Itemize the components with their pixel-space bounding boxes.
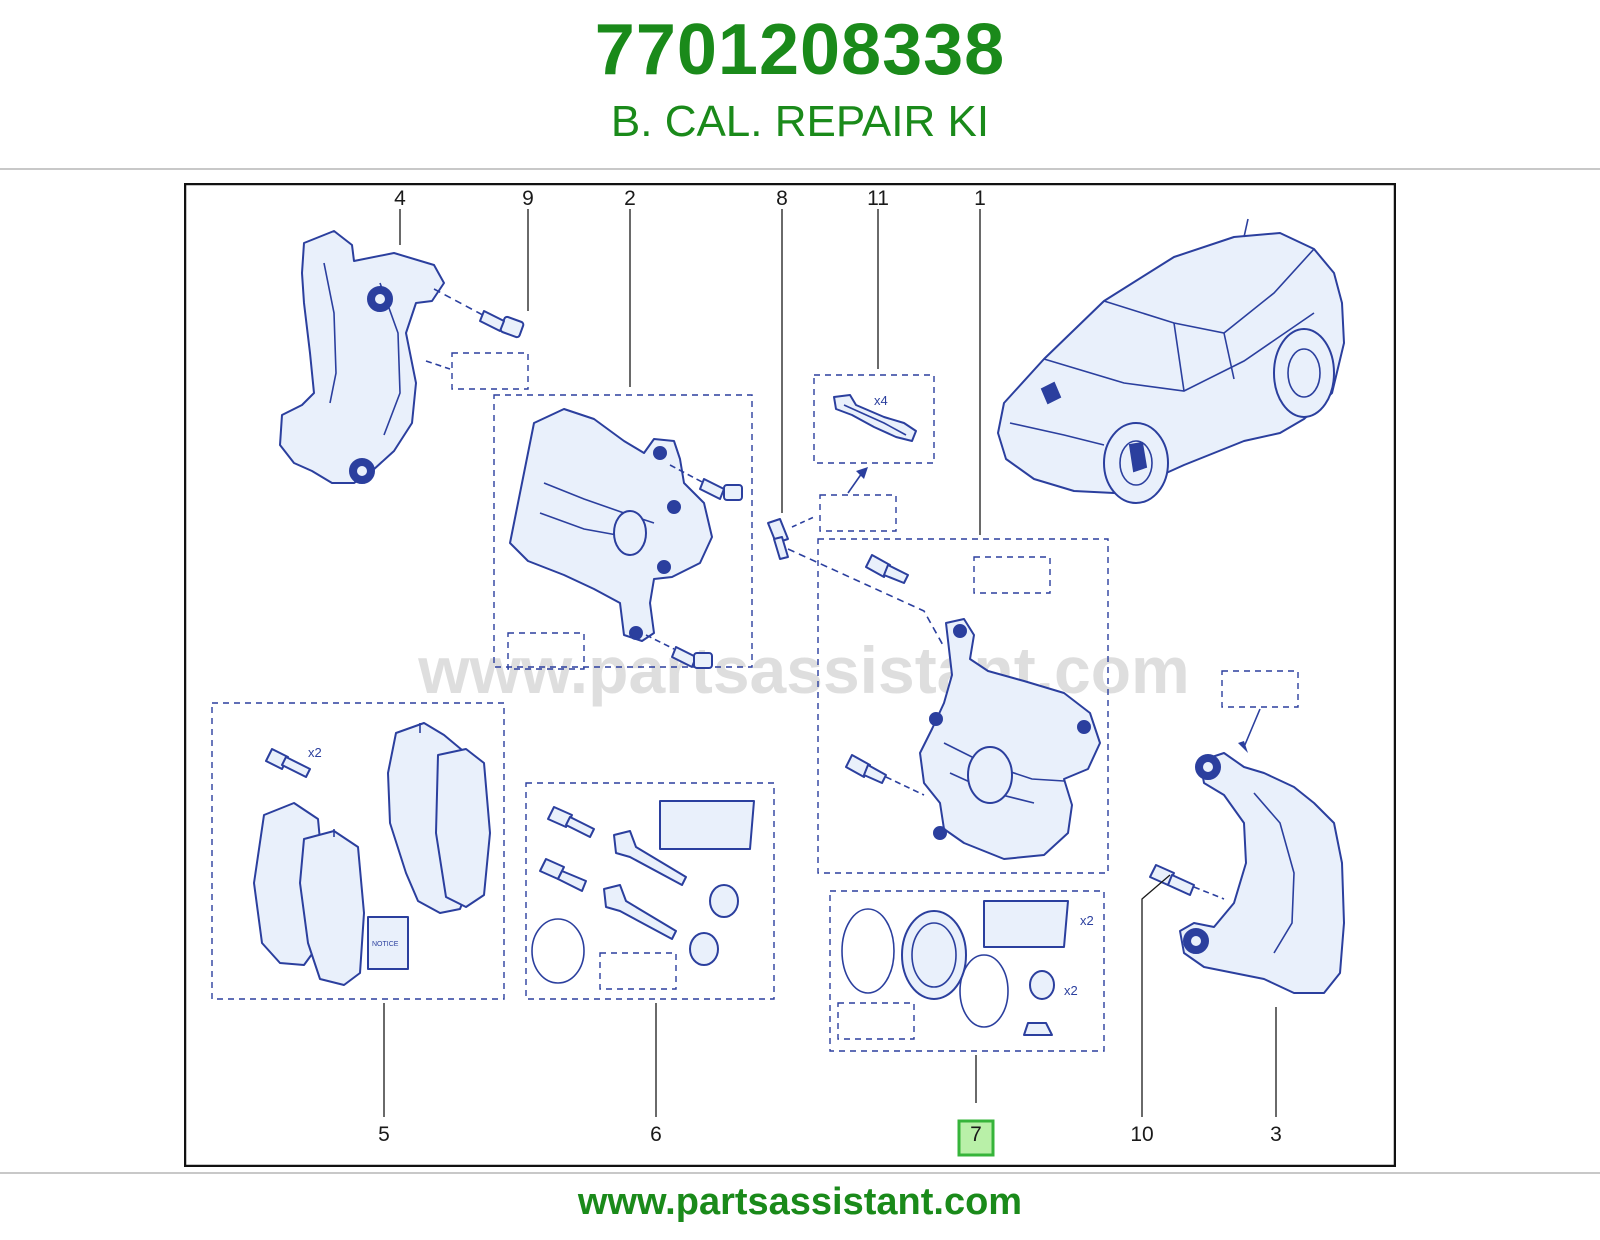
qty-label-seal-kit: x2 [1080, 913, 1094, 928]
qty-label-clips: x4 [874, 393, 888, 408]
bleed-screw-8 [767, 516, 815, 560]
placeholder-box [599, 952, 677, 990]
caliper-clips-11 [833, 394, 917, 442]
qty-label-boots: x2 [1064, 983, 1078, 998]
callout-6: 6 [650, 1123, 662, 1146]
brake-pad-set-front [253, 802, 365, 986]
exploded-parts-diagram: www.partsassistant.com [184, 183, 1396, 1167]
caliper-1-group-box [817, 538, 1109, 874]
callout-5: 5 [378, 1123, 390, 1146]
brake-pad-set-rear [387, 722, 491, 914]
callout-9: 9 [522, 187, 534, 210]
part-number: 7701208338 [594, 10, 1006, 90]
bolt-9 [433, 288, 525, 339]
footer-divider [0, 1172, 1600, 1174]
callout-7: 7 [970, 1123, 982, 1146]
placeholder-box [837, 1002, 915, 1040]
callout-11: 11 [867, 187, 889, 210]
pads-group-box [211, 702, 505, 1000]
caliper-bolt-1-lower [845, 754, 925, 796]
caliper-bracket-left [279, 230, 445, 484]
placeholder-box [451, 352, 529, 390]
caliper-bolt-1-upper [865, 554, 909, 584]
caliper-body-2 [509, 408, 713, 642]
seal-kit-7 [841, 900, 1069, 1036]
caliper-bolt-upper [669, 464, 743, 501]
notice-leaflet: NOTICE [367, 916, 409, 970]
placeholder-box [819, 494, 897, 532]
header-divider [0, 168, 1600, 170]
footer-url[interactable]: www.partsassistant.com [577, 1181, 1023, 1223]
bracket-bolt-10 [1149, 864, 1225, 900]
caliper-2-group-box [493, 394, 753, 668]
placeholder-box [973, 556, 1051, 594]
guide-pin-kit-group-box [525, 782, 775, 1000]
leader-lines [383, 209, 1277, 1117]
callout-3: 3 [1270, 1123, 1282, 1146]
caliper-bolt-lower [645, 634, 713, 669]
guide-pin-kit-6 [531, 800, 755, 984]
callout-8: 8 [776, 187, 788, 210]
clips-arrow [847, 472, 863, 494]
notice-label: NOTICE [372, 941, 399, 948]
watermark-text: www.partsassistant.com [417, 633, 1189, 707]
seal-kit-group-box [829, 890, 1105, 1052]
callout-4: 4 [394, 187, 406, 210]
qty-label-pad-bolts: x2 [308, 745, 322, 760]
placeholder-box [507, 632, 585, 670]
callout-2: 2 [624, 187, 636, 210]
clips-group-box [813, 374, 935, 464]
callout-1: 1 [974, 187, 986, 210]
callout-highlight-box [957, 1119, 995, 1157]
vehicle-illustration [997, 218, 1345, 504]
caliper-body-1 [919, 618, 1101, 860]
part-description: B. CAL. REPAIR KI [610, 97, 990, 146]
callout-10: 10 [1130, 1123, 1153, 1146]
caliper-bracket-right [1179, 752, 1345, 994]
placeholder-box [1221, 670, 1299, 708]
pad-bolt-5 [265, 748, 311, 778]
